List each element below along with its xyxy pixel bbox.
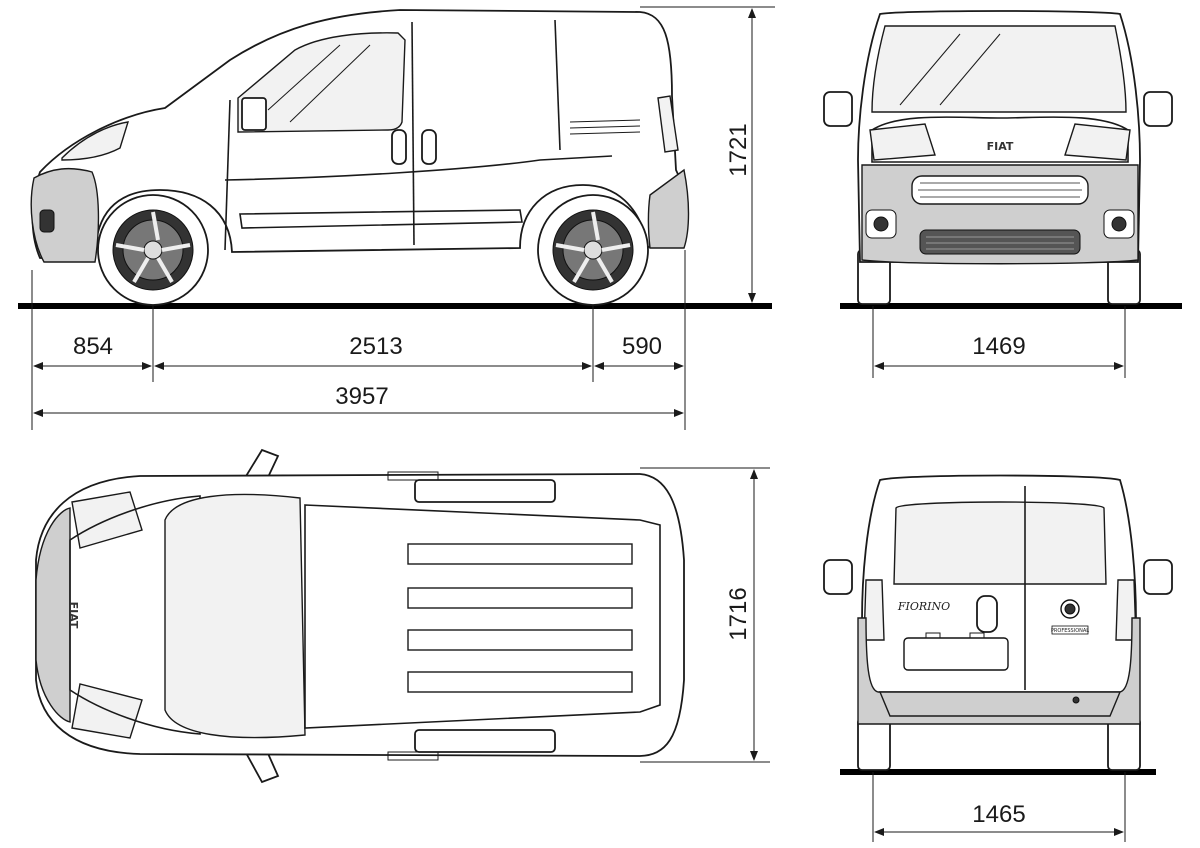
door-handle-rear	[421, 129, 437, 165]
headlight	[61, 121, 130, 161]
rear-wheel	[537, 194, 649, 306]
roof-rib-3	[407, 629, 633, 651]
side-window	[237, 32, 406, 133]
mirror	[241, 97, 267, 131]
rear-sub-badge: PROFESSIONAL	[1051, 628, 1089, 634]
side-view: 854 2513 590 3957 1721	[18, 6, 775, 430]
dim-rear-track: 1465	[972, 801, 1025, 828]
roof-rib-2	[407, 587, 633, 609]
dim-wheelbase: 2513	[349, 333, 402, 360]
dim-width: 1716	[725, 587, 752, 640]
front-view: FIAT 1469	[823, 10, 1182, 378]
dim-front-track: 1469	[972, 333, 1025, 360]
rear-door-handle	[976, 595, 998, 633]
top-view: FIAT 1716	[35, 448, 770, 784]
rear-model-badge: FIORINO	[897, 600, 950, 613]
top-windshield	[164, 493, 306, 739]
left-mirror	[823, 91, 853, 127]
lower-grille	[919, 229, 1081, 255]
headlight-top-lower	[71, 683, 143, 739]
windshield	[871, 25, 1127, 113]
dim-front-overhang: 854	[73, 333, 113, 360]
dim-overall-length: 3957	[335, 383, 388, 410]
rear-window	[893, 501, 1107, 585]
door-handle-front	[391, 129, 407, 165]
dim-height: 1721	[725, 123, 752, 176]
front-bumper	[30, 167, 100, 263]
rear-view: FIORINO PROFESSIONAL 1465	[823, 474, 1173, 842]
license-plate	[903, 637, 1009, 671]
fog-light-icon	[39, 209, 55, 233]
tail-light	[657, 95, 679, 153]
dim-rear-overhang: 590	[622, 333, 662, 360]
rear-bumper	[647, 168, 690, 249]
rear-left-mirror	[823, 559, 853, 595]
right-headlight	[1064, 123, 1131, 161]
rear-left-light	[863, 579, 885, 641]
front-logo: FIAT	[987, 140, 1014, 153]
left-headlight	[869, 123, 936, 161]
roof-rib-4	[407, 671, 633, 693]
roof-logo: FIAT	[67, 602, 80, 629]
roof-rib-1	[407, 543, 633, 565]
rear-right-mirror	[1143, 559, 1173, 595]
right-mirror	[1143, 91, 1173, 127]
front-wheel	[97, 194, 209, 306]
